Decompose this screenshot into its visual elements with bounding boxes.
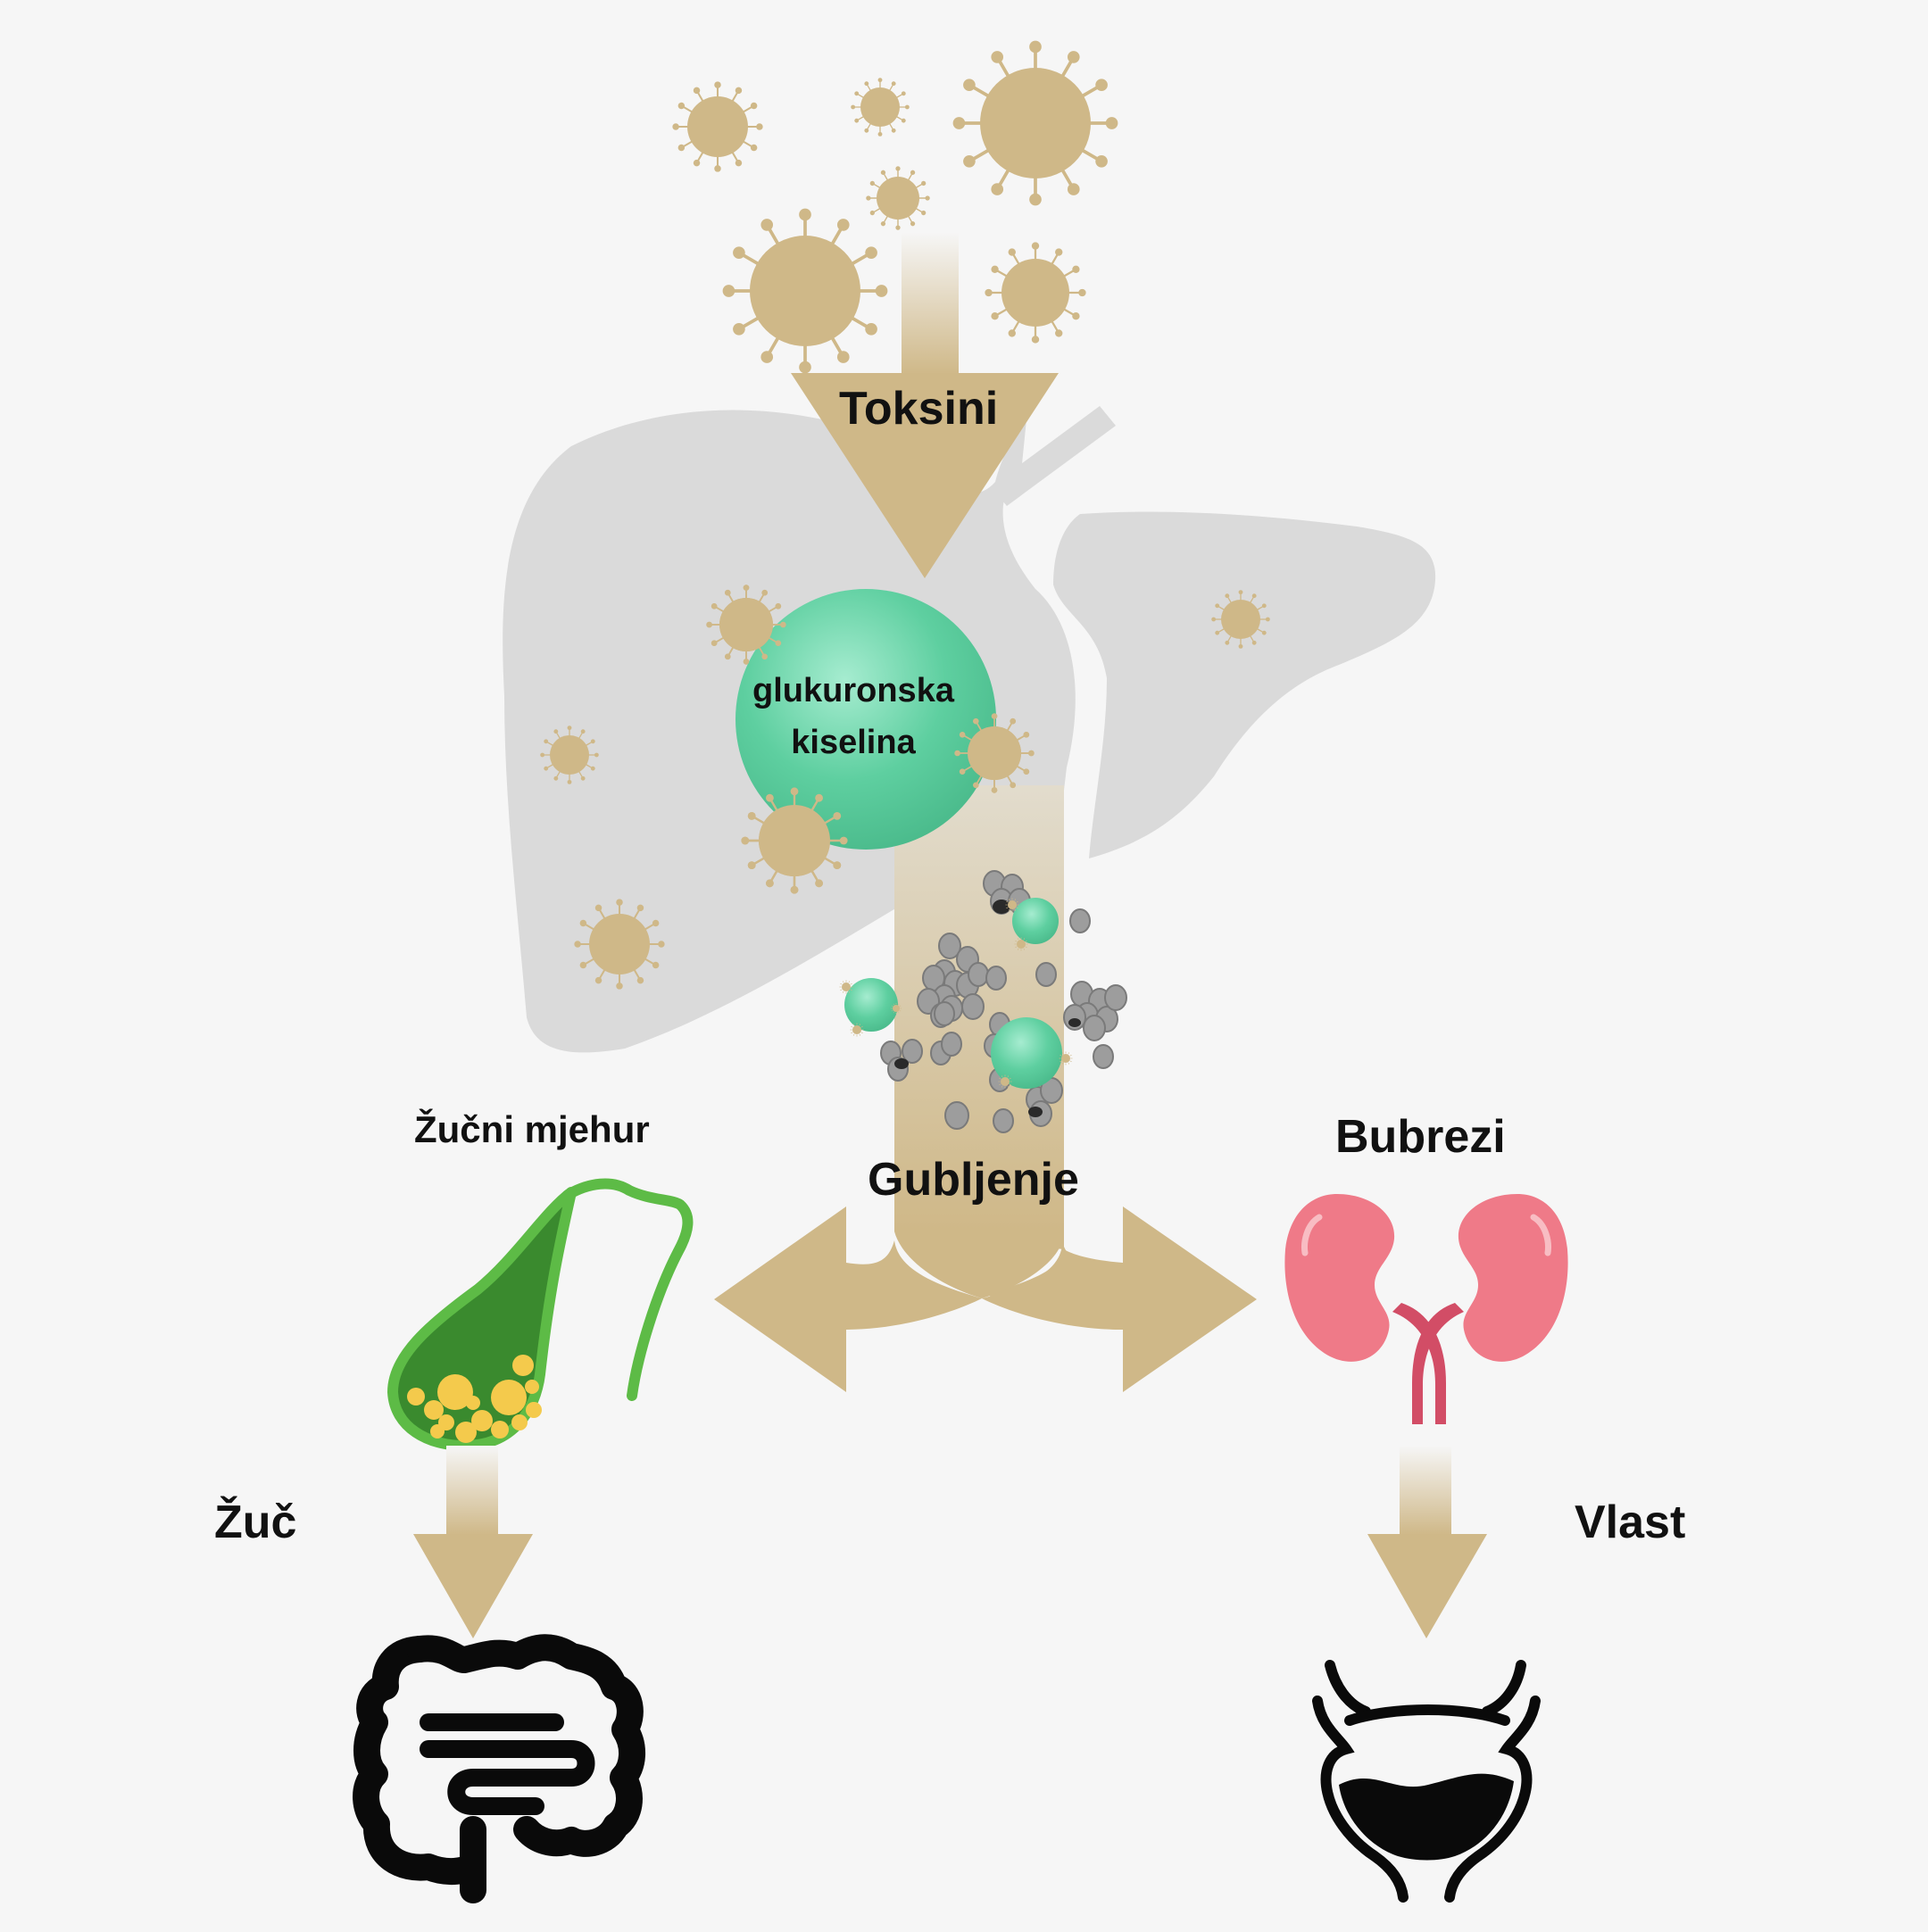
toxin-arrow <box>791 232 1059 578</box>
urine-arrow <box>1367 1446 1487 1638</box>
glucuronic-acid-sphere <box>735 589 996 850</box>
urine-label: Vlast <box>1575 1497 1686 1548</box>
kidneys-icon <box>1284 1194 1568 1424</box>
virus-icon <box>723 209 888 374</box>
glucuronic-acid-label: glukuronska kiselina <box>752 672 954 761</box>
toxins-label: Toksini <box>839 383 999 435</box>
gallbladder-label: Žučni mjehur <box>414 1108 650 1150</box>
split-arrows <box>714 1206 1257 1392</box>
virus-icon <box>985 242 1085 343</box>
kidneys-label: Bubrezi <box>1335 1111 1506 1163</box>
virus-icon <box>851 78 910 137</box>
intestine-icon <box>353 1634 645 1903</box>
virus-icon <box>672 81 762 171</box>
virus-icon <box>953 41 1118 206</box>
bile-arrow <box>413 1446 533 1638</box>
bladder-icon <box>1312 1660 1541 1903</box>
elimination-label: Gubljenje <box>868 1154 1079 1206</box>
bile-label: Žuč <box>214 1497 297 1548</box>
conjugate-particles <box>840 870 1127 1133</box>
virus-icon <box>866 166 930 230</box>
gallbladder-icon <box>387 1178 694 1451</box>
